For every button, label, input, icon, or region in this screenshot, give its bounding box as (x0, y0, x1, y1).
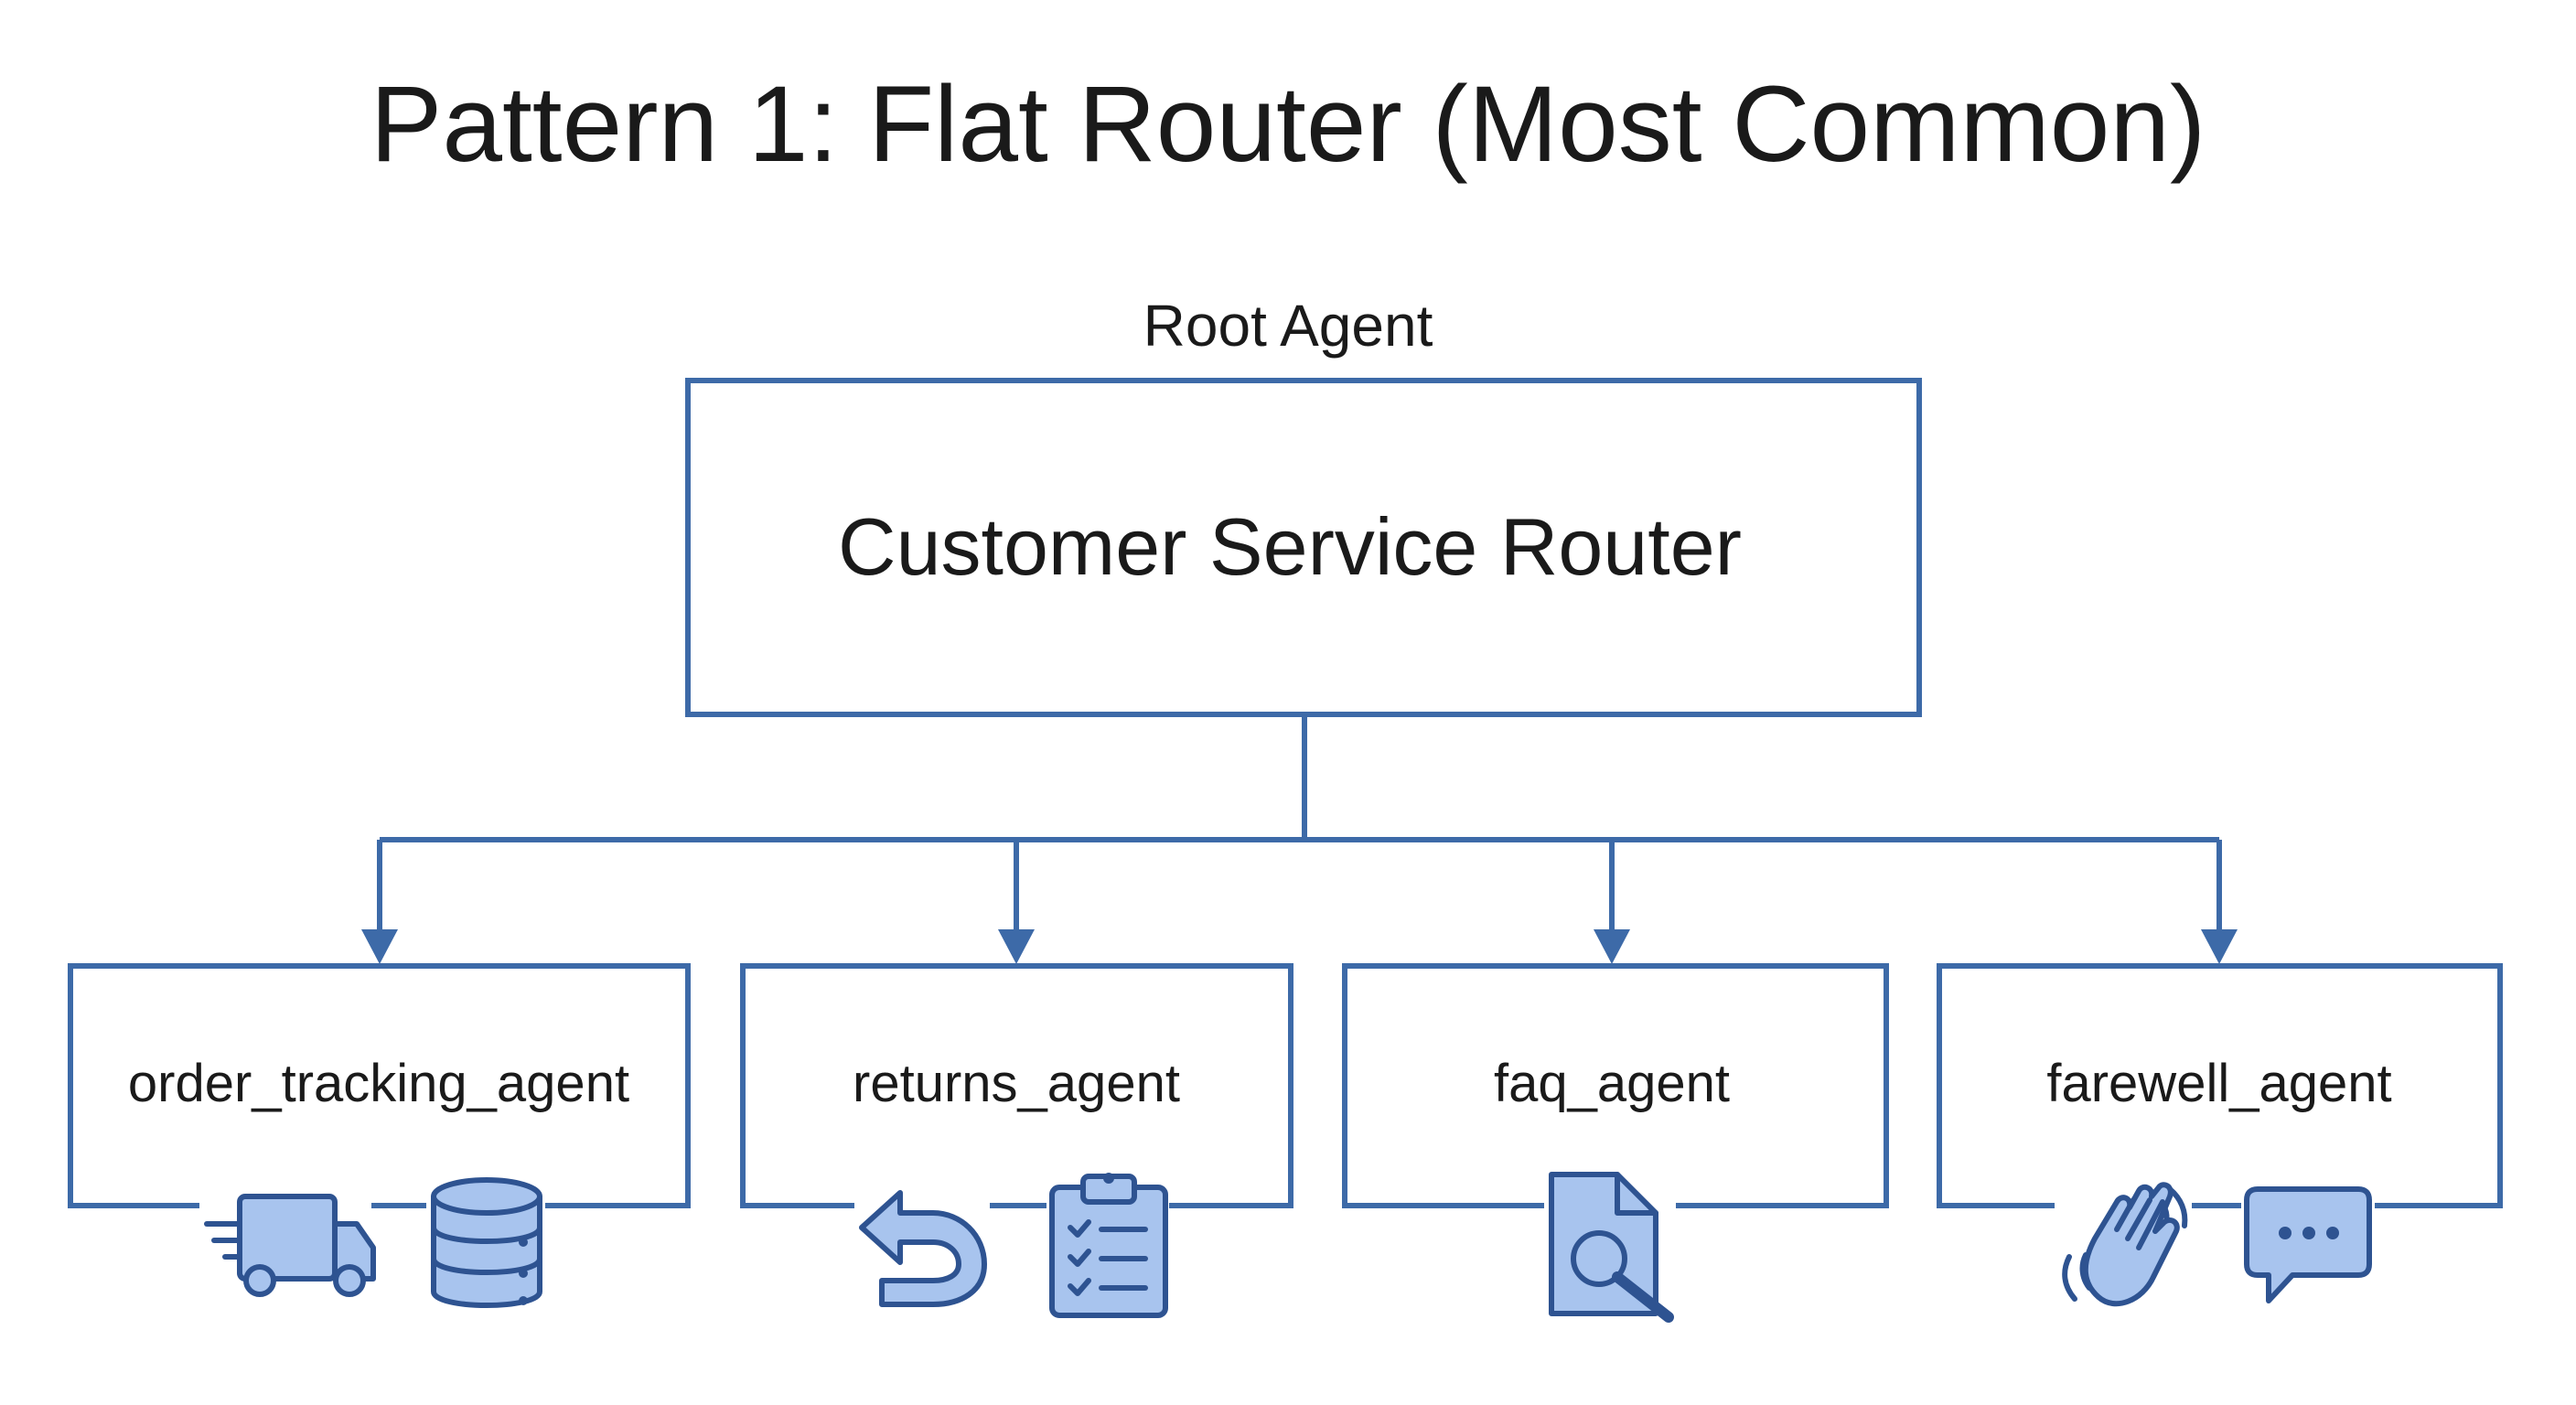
database-icon (426, 1173, 545, 1317)
diagram-title: Pattern 1: Flat Router (Most Common) (370, 64, 2206, 185)
agent-box-order-tracking: order_tracking_agent (68, 963, 691, 1317)
root-agent-box (685, 378, 1922, 717)
clipboard-checklist-icon (1046, 1167, 1169, 1319)
root-agent-label: Customer Service Router (838, 501, 1742, 592)
arrowhead-farewell (2201, 929, 2238, 964)
agent-label-farewell: farewell_agent (2046, 1054, 2391, 1113)
return-arrow-icon (854, 1182, 990, 1308)
root-caption: Root Agent (1143, 293, 1433, 359)
agent-label-faq: faq_agent (1494, 1054, 1730, 1113)
agent-label-returns: returns_agent (853, 1054, 1180, 1113)
arrowhead-faq (1594, 929, 1630, 964)
waving-hand-icon (2055, 1171, 2192, 1317)
agent-box-farewell: farewell_agent (1937, 963, 2503, 1317)
arrowhead-order-tracking (361, 929, 398, 964)
connector-lines (361, 714, 2238, 964)
agent-box-faq: faq_agent (1342, 963, 1889, 1323)
chat-bubble-icon (2241, 1182, 2375, 1306)
agent-box-returns: returns_agent (740, 963, 1293, 1319)
delivery-truck-icon (199, 1185, 376, 1299)
document-search-icon (1544, 1167, 1676, 1323)
arrowhead-returns (998, 929, 1035, 964)
agent-label-order-tracking: order_tracking_agent (128, 1054, 629, 1113)
